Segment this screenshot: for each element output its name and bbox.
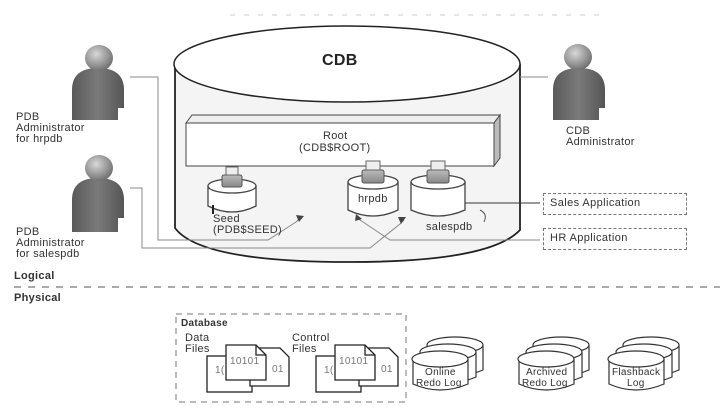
sales-application-box: Sales Application	[543, 193, 687, 215]
data-files-binary: 10101	[230, 356, 260, 367]
hr-application-box: HR Application	[543, 228, 687, 250]
physical-layer-label: Physical	[14, 292, 62, 304]
archived-redo-log-icon	[517, 336, 590, 391]
actor-line: PDB	[16, 111, 40, 123]
data-files-label-2: Files	[185, 343, 210, 355]
actor-line: Administrator	[566, 136, 635, 148]
actor-connector-lines	[130, 76, 548, 249]
database-boundary	[175, 313, 407, 403]
flashback-label-2: Log	[627, 378, 645, 389]
root-id: (CDB$ROOT)	[299, 142, 371, 154]
root-label: Root	[323, 130, 348, 142]
hrpdb-label: hrpdb	[358, 193, 388, 205]
actor-line: PDB	[16, 226, 40, 238]
cdb-title: CDB	[322, 52, 358, 69]
control-files-binary-back: 01	[381, 364, 393, 375]
actor-line: for hrpdb	[16, 133, 63, 145]
person-icon-hrpdb-admin	[72, 45, 124, 120]
actor-line: for salespdb	[16, 248, 80, 260]
data-files-icon	[206, 344, 290, 393]
archived-redo-label-1: Archived	[526, 367, 568, 378]
online-redo-log-icon	[411, 336, 484, 391]
logical-layer-label: Logical	[14, 270, 55, 282]
online-redo-label-2: Redo Log	[416, 378, 462, 389]
hrpdb-cylinder	[347, 160, 399, 217]
actor-line: Administrator	[16, 122, 85, 134]
person-icon-cdb-admin	[553, 44, 605, 120]
data-files-label-1: Data	[185, 332, 210, 344]
control-files-label-1: Control	[292, 332, 330, 344]
salespdb-cylinder	[410, 160, 466, 217]
root-container	[185, 113, 501, 168]
flashback-label-1: Flashback	[612, 367, 661, 378]
archived-redo-label-2: Redo Log	[522, 378, 568, 389]
control-files-binary-side: 1(	[324, 365, 334, 376]
actor-line: Administrator	[16, 237, 85, 249]
salespdb-pointer	[479, 209, 486, 223]
data-files-binary-side: 1(	[215, 365, 225, 376]
seed-label: Seed	[213, 213, 240, 225]
control-files-icon	[315, 344, 399, 393]
salespdb-label: salespdb	[426, 221, 473, 233]
arrow-admin-salespdb	[398, 217, 406, 224]
flashback-log-icon	[607, 336, 680, 391]
data-files-binary-back: 01	[272, 364, 284, 375]
online-redo-label-1: Online	[425, 367, 456, 378]
control-files-binary: 10101	[339, 356, 369, 367]
seed-id: (PDB$SEED)	[213, 224, 283, 236]
database-title: Database	[181, 318, 228, 329]
arrow-admin-hrpdb	[296, 215, 304, 222]
control-files-label-2: Files	[292, 343, 317, 355]
seed-cylinder	[207, 166, 257, 214]
arrow-to-hrpdb	[355, 214, 362, 221]
person-icon-salespdb-admin	[72, 155, 124, 232]
actor-line: CDB	[566, 125, 591, 137]
